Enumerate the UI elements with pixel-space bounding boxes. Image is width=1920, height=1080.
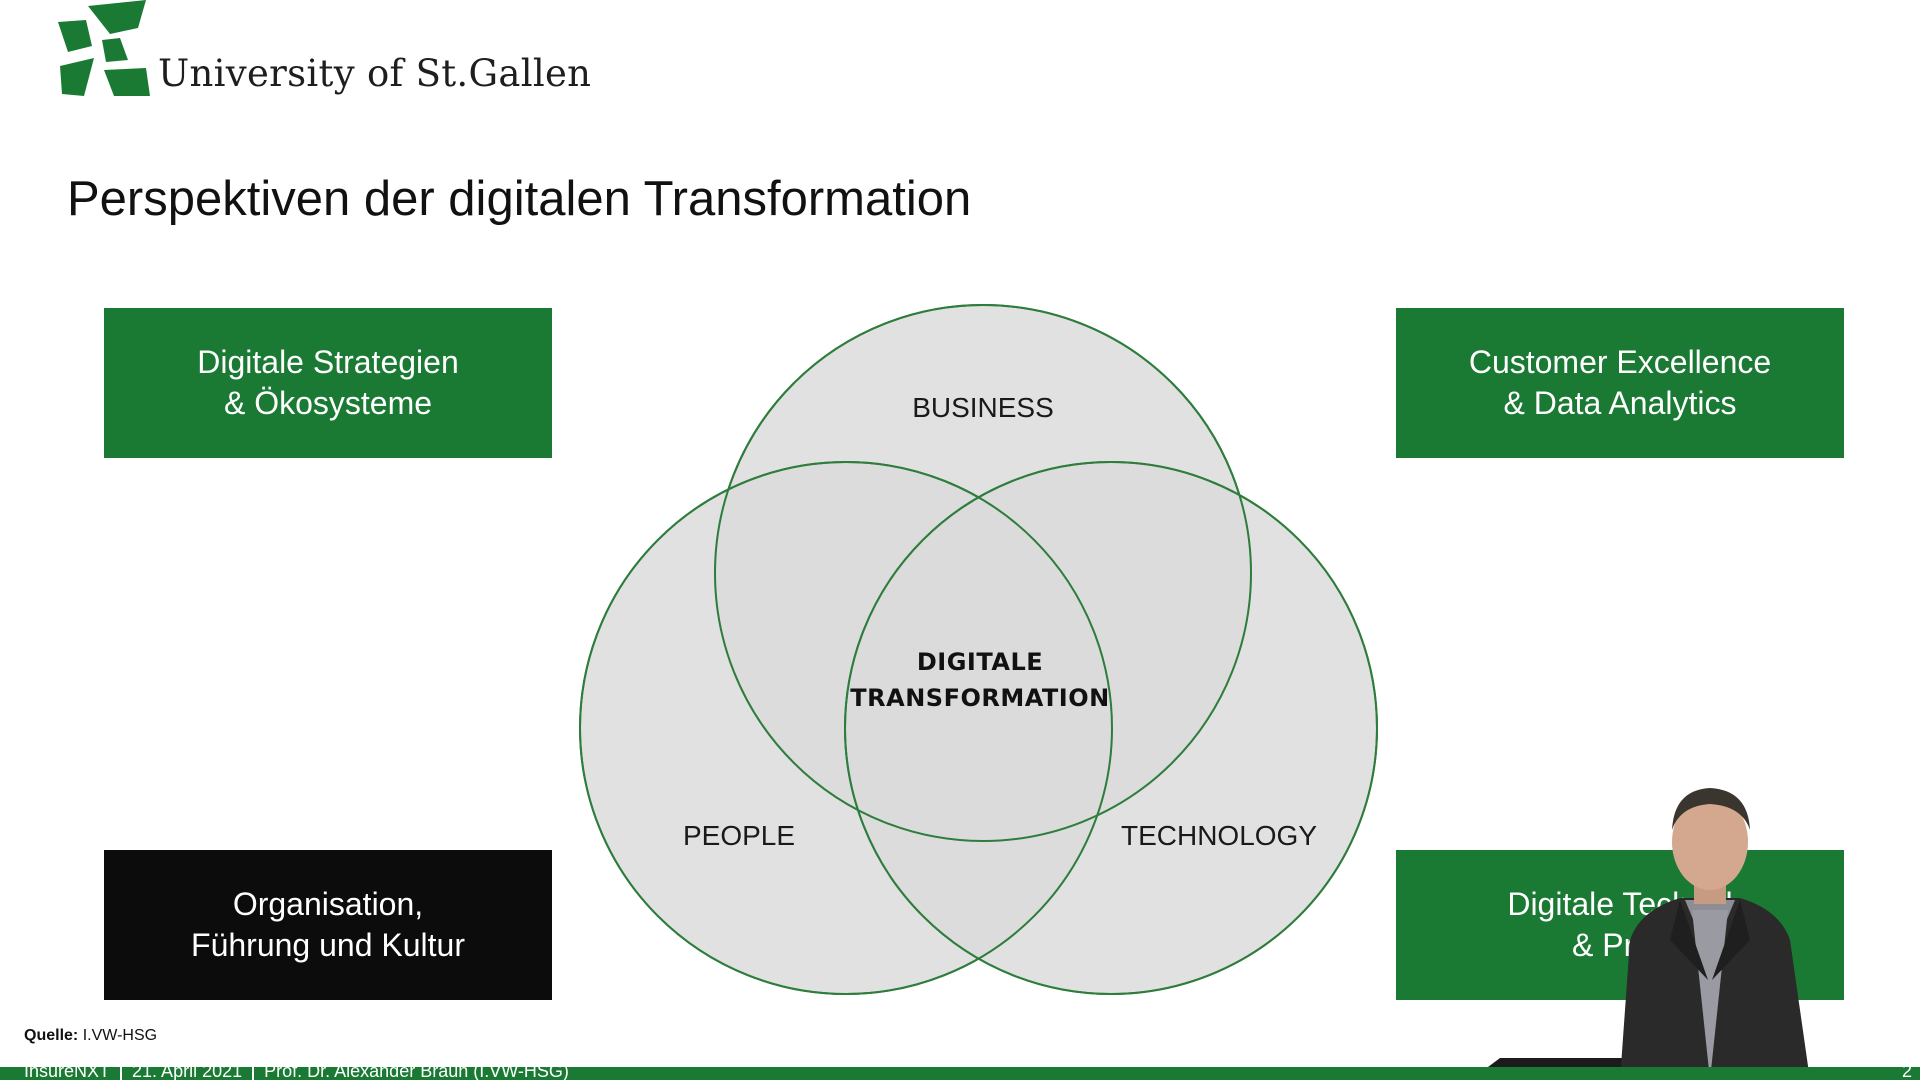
footer-date: 21. April 2021 — [132, 1067, 243, 1080]
page-number: 2 — [1901, 1067, 1912, 1080]
circle-people-outline — [579, 461, 1113, 995]
box-line: Führung und Kultur — [191, 927, 465, 963]
footer-text: InsureNXT 21. April 2021 Prof. Dr. Alexand… — [24, 1067, 569, 1080]
box-line: Customer Excellence — [1468, 344, 1772, 380]
label-business: BUSINESS — [912, 392, 1054, 423]
center-label-line1: DIGITALE — [917, 648, 1043, 676]
footer-event: InsureNXT — [24, 1067, 111, 1080]
box-line: Organisation, — [232, 886, 424, 922]
circle-technology-outline — [844, 461, 1378, 995]
slide-title: Perspektiven der digitalen Transformatio… — [67, 172, 972, 226]
label-technology: TECHNOLOGY — [1121, 820, 1317, 851]
center-label-line2: TRANSFORMATION — [850, 684, 1109, 712]
circle-business-outline — [714, 304, 1252, 842]
university-name: University of St.Gallen — [158, 52, 592, 95]
box-line: & Data Analytics — [1503, 385, 1737, 421]
presenter-video — [1484, 788, 1810, 1080]
footer-speaker: Prof. Dr. Alexander Braun (I.VW-HSG) — [264, 1067, 569, 1080]
hsg-logo-icon — [58, 0, 150, 96]
box-line: & Ökosysteme — [223, 385, 433, 421]
source-value: I.VW-HSG — [82, 1027, 158, 1044]
footer-separator — [252, 1067, 255, 1080]
source-label: Quelle: — [24, 1027, 79, 1044]
footer-separator — [120, 1067, 123, 1080]
source-note: Quelle: I.VW-HSG — [24, 1027, 157, 1045]
box-digital-strategies: Digitale Strategien & Ökosysteme — [104, 308, 552, 458]
university-logo: University of St.Gallen — [58, 0, 591, 105]
label-people: PEOPLE — [683, 820, 795, 851]
box-organisation: Organisation, Führung und Kultur — [104, 850, 552, 1000]
box-customer-excellence: Customer Excellence & Data Analytics — [1396, 308, 1844, 458]
box-line: Digitale Strategien — [197, 344, 459, 380]
footer-bar: InsureNXT 21. April 2021 Prof. Dr. Alexand… — [0, 1067, 1920, 1080]
